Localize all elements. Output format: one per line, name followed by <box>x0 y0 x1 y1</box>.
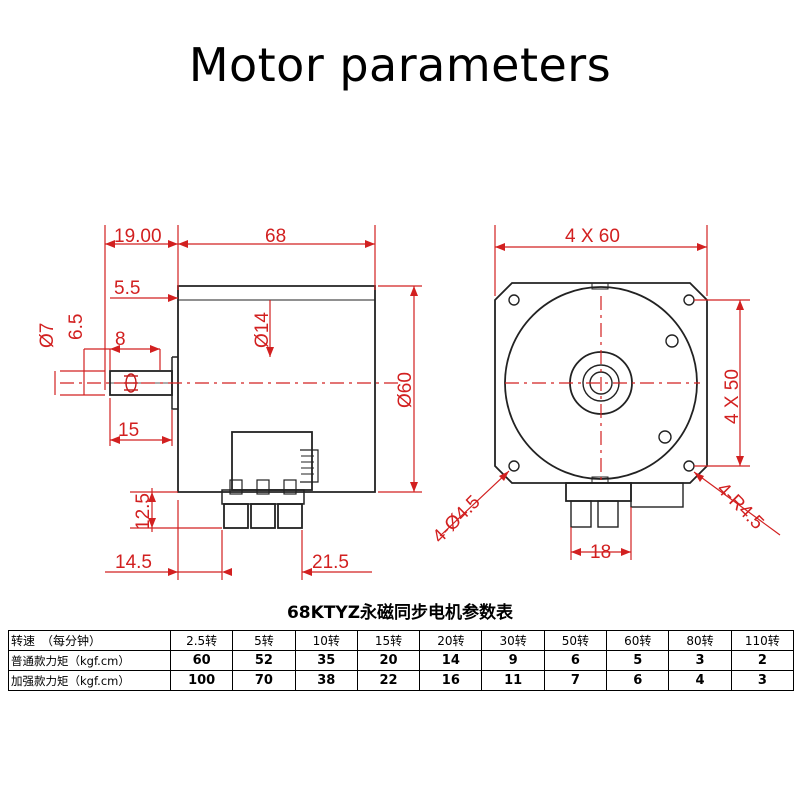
torque-cell: 38 <box>294 670 358 691</box>
side-view: 19.00 68 5.5 Ø14 Ø7 6.5 8 Ø60 15 12.5 14… <box>37 225 422 580</box>
torque-cell: 70 <box>232 670 296 691</box>
torque-cell: 16 <box>419 670 483 691</box>
mount-hole <box>683 460 695 472</box>
dim-5-5: 5.5 <box>114 278 140 299</box>
dim-8: 8 <box>115 329 126 350</box>
mount-hole <box>508 294 520 306</box>
header-speed-label: 转速 （每分钟） <box>8 630 171 651</box>
header-speed-cell: 5转 <box>232 630 296 651</box>
dim-12-5: 12.5 <box>133 493 154 530</box>
header-speed-cell: 2.5转 <box>169 630 234 651</box>
row-label: 普通款力矩（kgf.cm） <box>8 650 171 671</box>
header-speed-cell: 60转 <box>606 630 670 651</box>
header-speed-cell: 110转 <box>730 630 795 651</box>
page-title: Motor parameters <box>188 38 612 92</box>
header-speed-cell: 15转 <box>356 630 421 651</box>
header-speed-cell: 20转 <box>419 630 483 651</box>
torque-cell: 7 <box>543 670 608 691</box>
torque-cell: 14 <box>419 650 483 671</box>
torque-cell: 5 <box>606 650 670 671</box>
torque-cell: 3 <box>668 650 732 671</box>
row-label: 加强款力矩（kgf.cm） <box>8 670 171 691</box>
flange <box>494 282 708 484</box>
motor-body <box>177 285 376 493</box>
dim-14-5: 14.5 <box>115 552 152 573</box>
torque-cell: 6 <box>606 670 670 691</box>
torque-cell: 11 <box>481 670 545 691</box>
dim-19: 19.00 <box>114 226 162 247</box>
dim-4x50: 4 X 50 <box>722 369 743 424</box>
torque-cell: 20 <box>356 650 421 671</box>
header-speed-cell: 30转 <box>481 630 545 651</box>
dim-d14: Ø14 <box>252 312 273 348</box>
dim-4-d4-5: 4-Ø4.5 <box>429 492 485 548</box>
header-speed-cell: 50转 <box>543 630 608 651</box>
terminal-box <box>231 431 313 491</box>
dim-68: 68 <box>265 226 286 247</box>
dim-d7: Ø7 <box>37 323 58 348</box>
mount-hole <box>683 294 695 306</box>
torque-cell: 35 <box>294 650 358 671</box>
dim-4x60: 4 X 60 <box>565 226 620 247</box>
dim-15: 15 <box>118 420 139 441</box>
dim-18: 18 <box>590 542 611 563</box>
torque-cell: 2 <box>730 650 795 671</box>
motor-drawing: 19.00 68 5.5 Ø14 Ø7 6.5 8 Ø60 15 12.5 14… <box>37 225 781 580</box>
dim-d60: Ø60 <box>395 372 416 408</box>
header-speed-cell: 80转 <box>668 630 732 651</box>
front-view: 4 X 60 4 X 50 4-Ø4.5 4-R4.5 18 <box>429 225 781 563</box>
table-title: 68KTYZ永磁同步电机参数表 <box>286 603 514 623</box>
dim-4-r4-5: 4-R4.5 <box>712 479 767 534</box>
dim-21-5: 21.5 <box>312 552 349 573</box>
torque-cell: 60 <box>169 650 234 671</box>
torque-cell: 6 <box>543 650 608 671</box>
torque-cell: 9 <box>481 650 545 671</box>
torque-cell: 52 <box>232 650 296 671</box>
torque-cell: 4 <box>668 670 732 691</box>
torque-cell: 100 <box>169 670 234 691</box>
dim-6-5: 6.5 <box>66 314 87 340</box>
torque-cell: 3 <box>730 670 795 691</box>
mount-hole <box>508 460 520 472</box>
torque-cell: 22 <box>356 670 421 691</box>
header-speed-cell: 10转 <box>294 630 358 651</box>
